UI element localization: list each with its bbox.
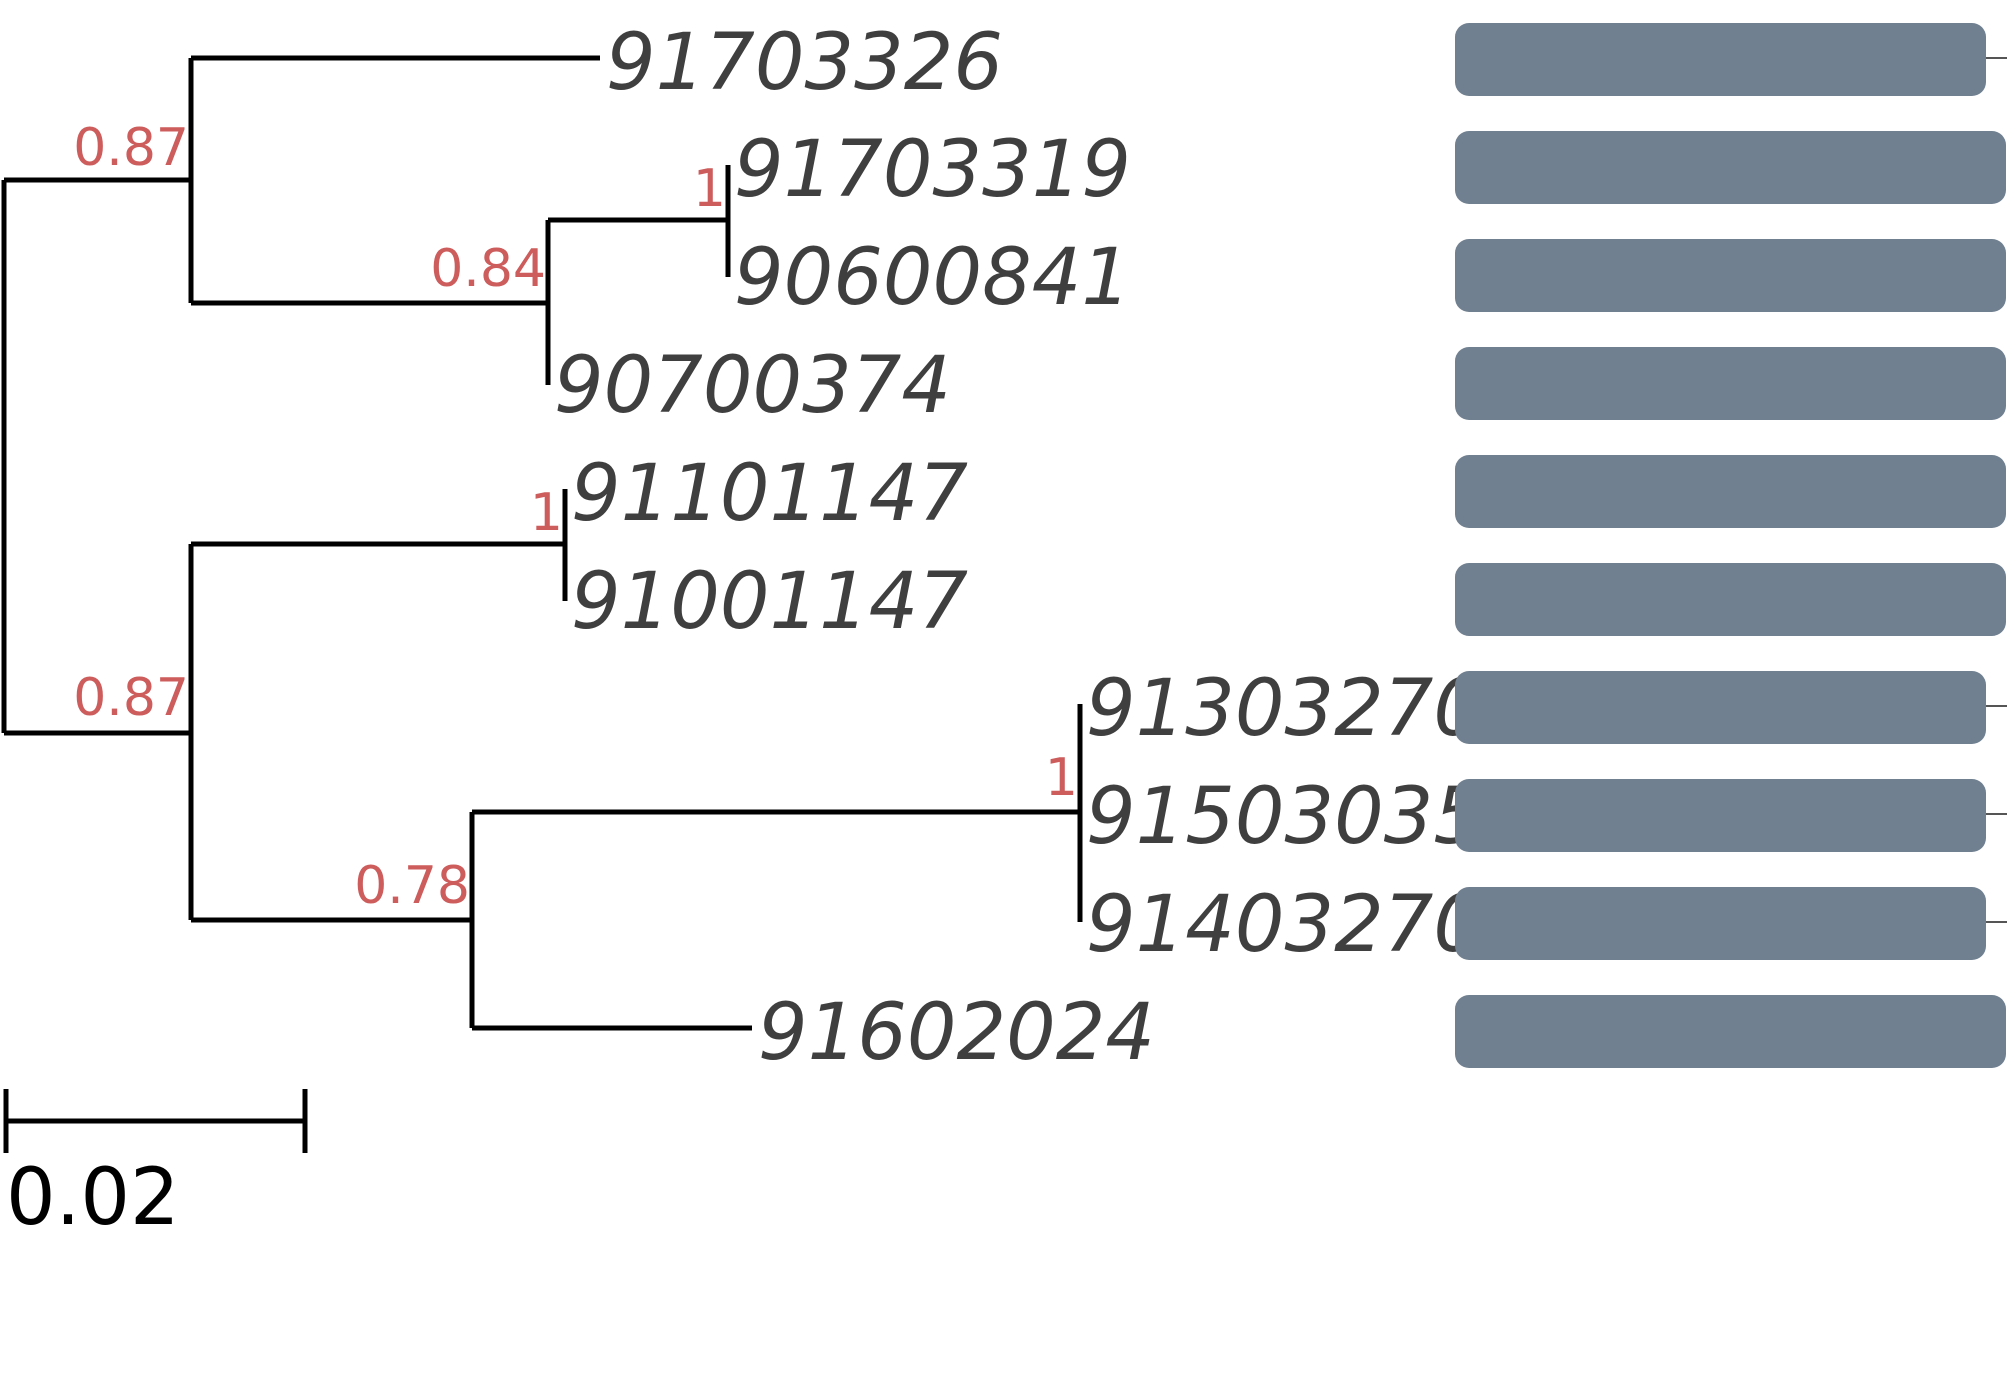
branch-clade-b (188, 541, 565, 923)
leaf-label: 91503035 (1086, 772, 1483, 862)
tree-branches (1, 55, 1083, 1031)
domain-bar (1455, 131, 2006, 204)
domain-bar (1455, 887, 1986, 960)
leaf-label: 91403270 (1086, 880, 1483, 970)
branch-clade-a (188, 55, 600, 306)
support-label-b2: 0.78 (354, 856, 470, 916)
leaf-label: 91001147 (571, 557, 968, 647)
support-label-root-b: 0.87 (73, 668, 189, 728)
leaf-label: 91602024 (758, 988, 1155, 1078)
support-label-b1: 1 (530, 483, 563, 543)
leaf-label: 91703319 (734, 125, 1131, 215)
domain-bar (1455, 995, 2006, 1068)
domain-bar (1455, 239, 2006, 312)
leaf-label: 91101147 (571, 449, 968, 539)
support-label-a2: 0.84 (430, 239, 546, 299)
support-values: 0.87 0.84 1 1 0.87 1 0.78 (73, 118, 1078, 916)
domain-bar (1455, 23, 1986, 96)
domain-bar (1455, 455, 2006, 528)
domain-bar (1455, 671, 1986, 744)
branch-clade-a2 (545, 217, 728, 385)
branch-clade-b2 (469, 809, 1080, 1031)
domain-bar (1455, 563, 2006, 636)
branch-root (1, 177, 191, 736)
support-label-a3: 1 (693, 159, 726, 219)
domain-bar (1455, 779, 1986, 852)
leaf-label: 91703326 (606, 18, 1003, 108)
scale-bar: 0.02 (3, 1089, 308, 1243)
support-label-b3: 1 (1045, 748, 1078, 808)
leaf-label: 91303270 (1086, 664, 1483, 754)
leaf-labels: 91703326 91703319 90600841 90700374 9110… (554, 18, 1483, 1078)
domain-bars (1455, 23, 2007, 1068)
scale-bar-line (3, 1089, 308, 1153)
leaf-label: 90600841 (734, 233, 1131, 323)
domain-bar (1455, 347, 2006, 420)
support-label-root-a: 0.87 (73, 118, 189, 178)
leaf-label: 90700374 (554, 341, 951, 431)
scale-bar-label: 0.02 (6, 1153, 180, 1243)
